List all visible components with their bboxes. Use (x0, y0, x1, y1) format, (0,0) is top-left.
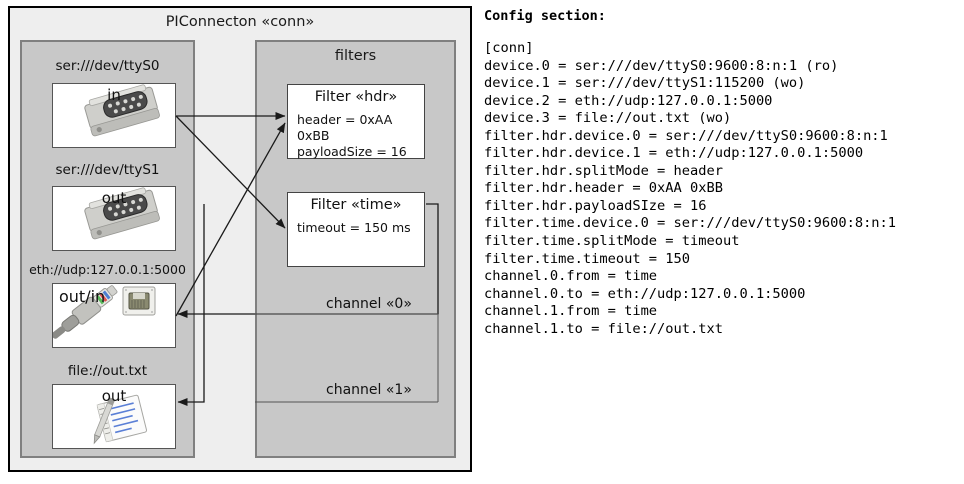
device-label-eth: eth://udp:127.0.0.1:5000 (29, 262, 186, 277)
device-box-ttyS0[interactable]: in (52, 83, 176, 148)
filters-group-title: filters (334, 48, 377, 64)
ethernet-port-icon (53, 284, 175, 347)
channel-label-1: channel «1» (326, 382, 412, 398)
device-direction-ttyS1: out (101, 189, 127, 207)
device-box-file[interactable]: out (52, 384, 176, 449)
filter-attr: header = 0xAA 0xBB (297, 112, 393, 143)
filter-box-hdr[interactable]: Filter «hdr» header = 0xAA 0xBB payloadS… (287, 84, 425, 159)
text-file-icon (53, 385, 175, 448)
filter-attrs-time: timeout = 150 ms (297, 220, 411, 236)
device-label-file: file://out.txt (67, 363, 148, 379)
serial-port-icon (53, 187, 175, 250)
device-label-ttyS1: ser:///dev/ttyS1 (55, 162, 160, 178)
filter-title-hdr: Filter «hdr» (314, 89, 398, 105)
filter-attr: timeout = 150 ms (297, 220, 411, 235)
device-label-ttyS0: ser:///dev/ttyS0 (55, 58, 160, 74)
device-box-eth[interactable]: out/in (52, 283, 176, 348)
filter-attr: payloadSize = 16 (297, 144, 407, 159)
config-section-pane: Config section: [conn] device.0 = ser://… (482, 0, 964, 484)
diagram-title: PIConnecton «conn» (165, 14, 315, 30)
device-box-ttyS1[interactable]: out (52, 186, 176, 251)
config-heading: Config section: (484, 8, 606, 24)
filter-title-time: Filter «time» (310, 197, 402, 213)
piconnector-diagram: PIConnecton «conn» ser:///dev/ttyS0 in (8, 6, 472, 472)
channel-label-0: channel «0» (326, 296, 412, 312)
filter-attrs-hdr: header = 0xAA 0xBB payloadSize = 16 (297, 112, 424, 160)
serial-port-icon (53, 84, 175, 147)
filter-box-time[interactable]: Filter «time» timeout = 150 ms (287, 192, 425, 267)
device-direction-file: out (101, 387, 127, 405)
device-direction-ttyS0: in (107, 86, 121, 104)
device-direction-eth: out/in (59, 287, 106, 306)
config-text: [conn] device.0 = ser:///dev/ttyS0:9600:… (484, 40, 897, 337)
